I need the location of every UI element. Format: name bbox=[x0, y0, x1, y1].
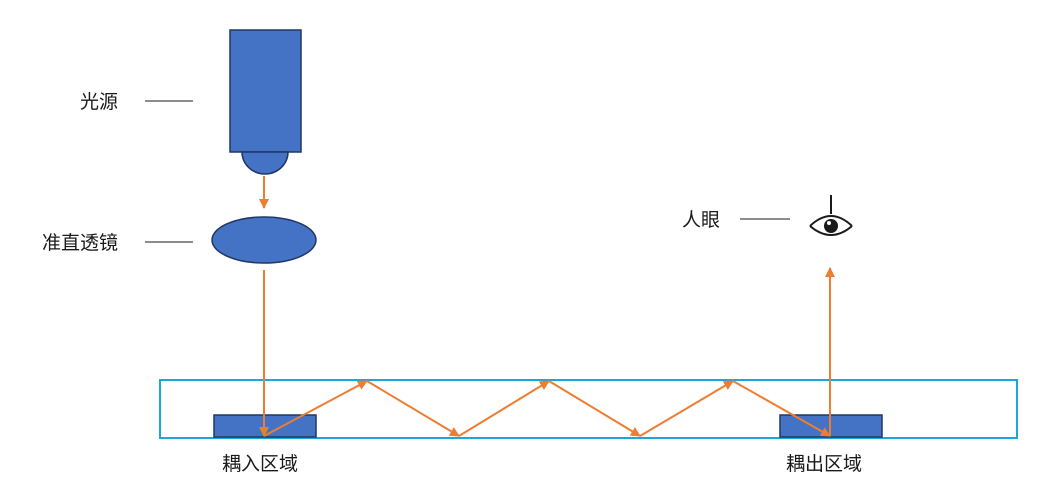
light-source-body bbox=[229, 29, 302, 153]
ray-tir-5 bbox=[639, 380, 734, 437]
label-light-source: 光源 bbox=[80, 91, 118, 113]
light-source-emitter bbox=[241, 151, 289, 175]
collimating-lens bbox=[211, 216, 317, 264]
waveguide bbox=[159, 379, 1018, 439]
ray-tir-4 bbox=[548, 380, 641, 437]
eye-icon bbox=[809, 195, 853, 236]
ray-tir-1 bbox=[263, 380, 368, 437]
label-coupling-in-region: 耦入区域 bbox=[222, 453, 298, 475]
ray-tir-3 bbox=[458, 380, 550, 437]
light-rays bbox=[259, 176, 835, 437]
ray-tir-2 bbox=[366, 380, 460, 437]
ray-tir-6 bbox=[732, 380, 831, 437]
label-coupling-out-region: 耦出区域 bbox=[786, 453, 862, 475]
label-human-eye: 人眼 bbox=[682, 209, 720, 231]
label-collimating-lens: 准直透镜 bbox=[42, 232, 118, 254]
